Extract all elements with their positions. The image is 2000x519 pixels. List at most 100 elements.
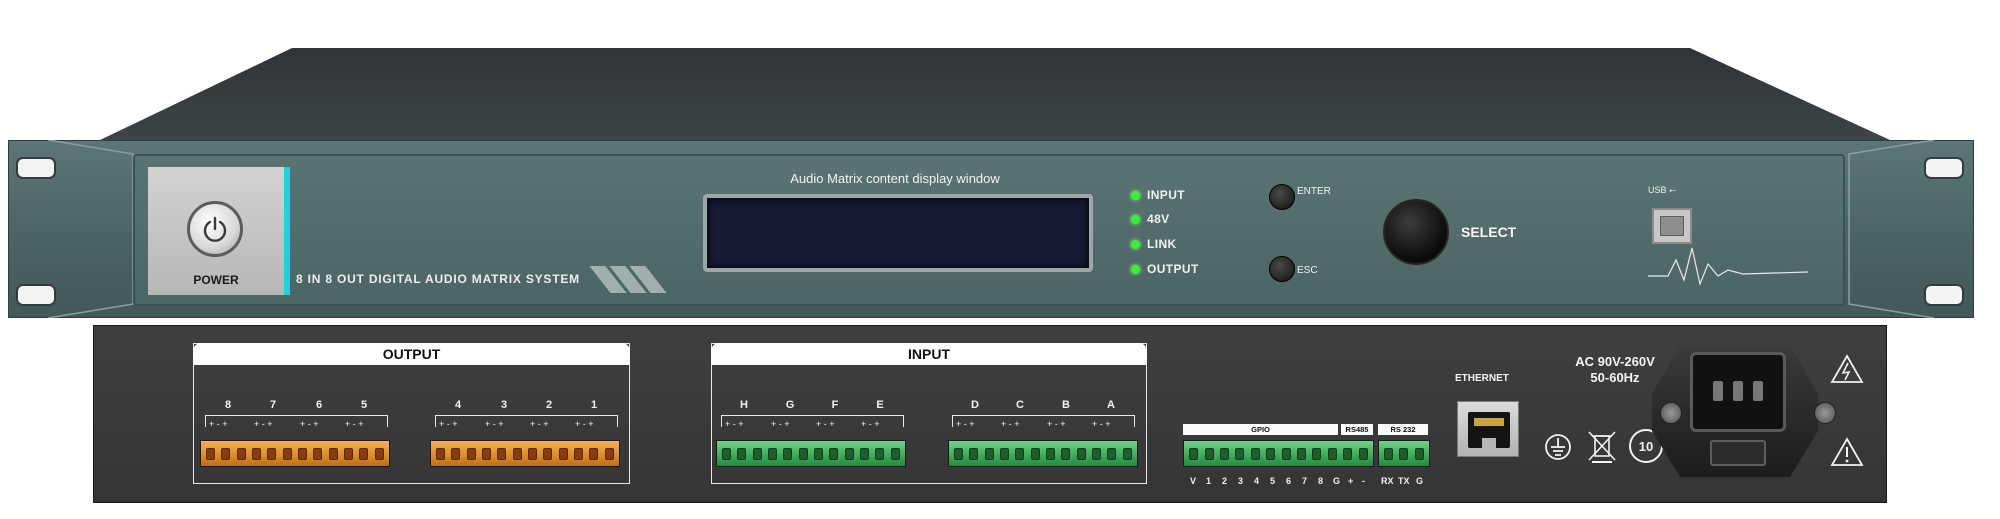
rj45-contacts-icon [1474, 418, 1504, 448]
output-group: OUTPUT [193, 343, 630, 484]
output-pin-polarity: + - + [254, 419, 273, 429]
output-channel-6: 6 [315, 399, 323, 411]
input-channel-a: A [1107, 399, 1115, 411]
enter-button[interactable] [1269, 184, 1295, 210]
input-pin-polarity: + - + [1001, 419, 1020, 429]
input-pin-polarity: + - + [725, 419, 744, 429]
usb-port[interactable] [1652, 208, 1692, 244]
output-bracket-left [205, 415, 388, 427]
gpio-rs485-terminal-block[interactable] [1183, 440, 1374, 467]
system-title: 8 IN 8 OUT DIGITAL AUDIO MATRIX SYSTEM [296, 272, 580, 286]
input-bracket-left [721, 415, 904, 427]
input-title: INPUT [711, 343, 1147, 365]
output-pin-polarity: + - + [439, 419, 458, 429]
input-led-label: INPUT [1147, 188, 1185, 202]
output-title: OUTPUT [193, 343, 630, 365]
lcd-caption: Audio Matrix content display window [790, 171, 1000, 186]
rs232-pin-g: G [1416, 476, 1424, 486]
input-channel-c: C [1016, 399, 1024, 411]
gpio-pin-1: 1 [1206, 476, 1212, 486]
ethernet-label: ETHERNET [1455, 373, 1509, 384]
input-terminal-block-right[interactable] [948, 440, 1138, 467]
rs485-pin-minus: - [1362, 476, 1365, 486]
output-pin-polarity: + - + [209, 419, 228, 429]
input-channel-f: F [831, 399, 839, 411]
output-channel-2: 2 [545, 399, 553, 411]
output-bracket-right [435, 415, 618, 427]
rack-ear-hole-top-left [16, 157, 56, 179]
rs232-pin-tx: TX [1398, 476, 1410, 486]
lcd-display [703, 194, 1093, 272]
input-bracket-right [952, 415, 1135, 427]
gpio-pin-4: 4 [1254, 476, 1260, 486]
gpio-pin-7: 7 [1302, 476, 1308, 486]
ethernet-port[interactable] [1457, 401, 1519, 457]
output-pin-polarity: + - + [530, 419, 549, 429]
rs485-header: RS485 [1341, 424, 1373, 435]
rs232-terminal-block[interactable] [1378, 440, 1430, 467]
gpio-pin-g: G [1333, 476, 1341, 486]
ground-symbol-icon [1545, 434, 1571, 460]
link-led [1131, 240, 1140, 249]
iec-socket[interactable] [1690, 352, 1786, 432]
output-led [1131, 265, 1140, 274]
input-channel-e: E [876, 399, 884, 411]
input-led [1131, 191, 1140, 200]
esc-button[interactable] [1269, 256, 1295, 282]
input-channel-b: B [1062, 399, 1070, 411]
select-knob[interactable] [1383, 199, 1449, 265]
usb-label: USB ⭠ [1648, 185, 1677, 195]
gpio-pin-2: 2 [1222, 476, 1228, 486]
esc-label: ESC [1297, 265, 1318, 276]
link-led-label: LINK [1147, 237, 1177, 251]
ac-voltage: AC 90V-260V [1575, 354, 1655, 369]
rack-ear-hole-bottom-left [16, 284, 56, 306]
gpio-header: GPIO [1183, 424, 1338, 435]
rack-ear-hole-bottom-right [1924, 284, 1964, 306]
phantom-48v-led-label: 48V [1147, 212, 1170, 226]
input-pin-polarity: + - + [816, 419, 835, 429]
phantom-48v-led [1131, 215, 1140, 224]
gpio-pin-6: 6 [1286, 476, 1292, 486]
power-label: POWER [193, 273, 239, 287]
output-channel-3: 3 [500, 399, 508, 411]
waveform-logo [1648, 247, 1808, 287]
output-channel-8: 8 [224, 399, 232, 411]
output-led-label: OUTPUT [1147, 262, 1199, 276]
input-channel-g: G [785, 399, 795, 411]
fuse-holder[interactable] [1710, 440, 1766, 466]
rs485-pin-plus: + [1348, 476, 1354, 486]
chassis-top [100, 48, 1890, 140]
output-channel-7: 7 [269, 399, 277, 411]
rs232-pin-rx: RX [1381, 476, 1394, 486]
output-terminal-block-left[interactable] [200, 440, 390, 467]
input-pin-polarity: + - + [771, 419, 790, 429]
input-group: INPUT [711, 343, 1147, 484]
rj45-jack [1468, 412, 1510, 448]
recycle-10-mark: 10 [1638, 438, 1654, 454]
accent-bar [284, 167, 290, 295]
output-pin-polarity: + - + [485, 419, 504, 429]
inlet-screw-left [1660, 402, 1682, 424]
power-button[interactable] [187, 201, 243, 257]
input-pin-polarity: + - + [956, 419, 975, 429]
output-pin-polarity: + - + [575, 419, 594, 429]
output-channel-5: 5 [360, 399, 368, 411]
high-voltage-warning-icon [1830, 354, 1864, 383]
gpio-pin-8: 8 [1318, 476, 1324, 486]
enter-label: ENTER [1297, 186, 1331, 197]
input-channel-h: H [740, 399, 748, 411]
input-terminal-block-left[interactable] [716, 440, 906, 467]
output-pin-polarity: + - + [300, 419, 319, 429]
output-terminal-block-right[interactable] [430, 440, 620, 467]
gpio-pin-5: 5 [1270, 476, 1276, 486]
gpio-pin-v: V [1190, 476, 1197, 486]
rack-ear-hole-top-right [1924, 157, 1964, 179]
output-channel-1: 1 [590, 399, 598, 411]
output-pin-polarity: + - + [345, 419, 364, 429]
usb-icon: ⭠ [1669, 185, 1677, 195]
rs232-header: RS 232 [1378, 424, 1428, 435]
input-pin-polarity: + - + [861, 419, 880, 429]
caution-warning-icon [1830, 437, 1864, 466]
gpio-pin-3: 3 [1238, 476, 1244, 486]
